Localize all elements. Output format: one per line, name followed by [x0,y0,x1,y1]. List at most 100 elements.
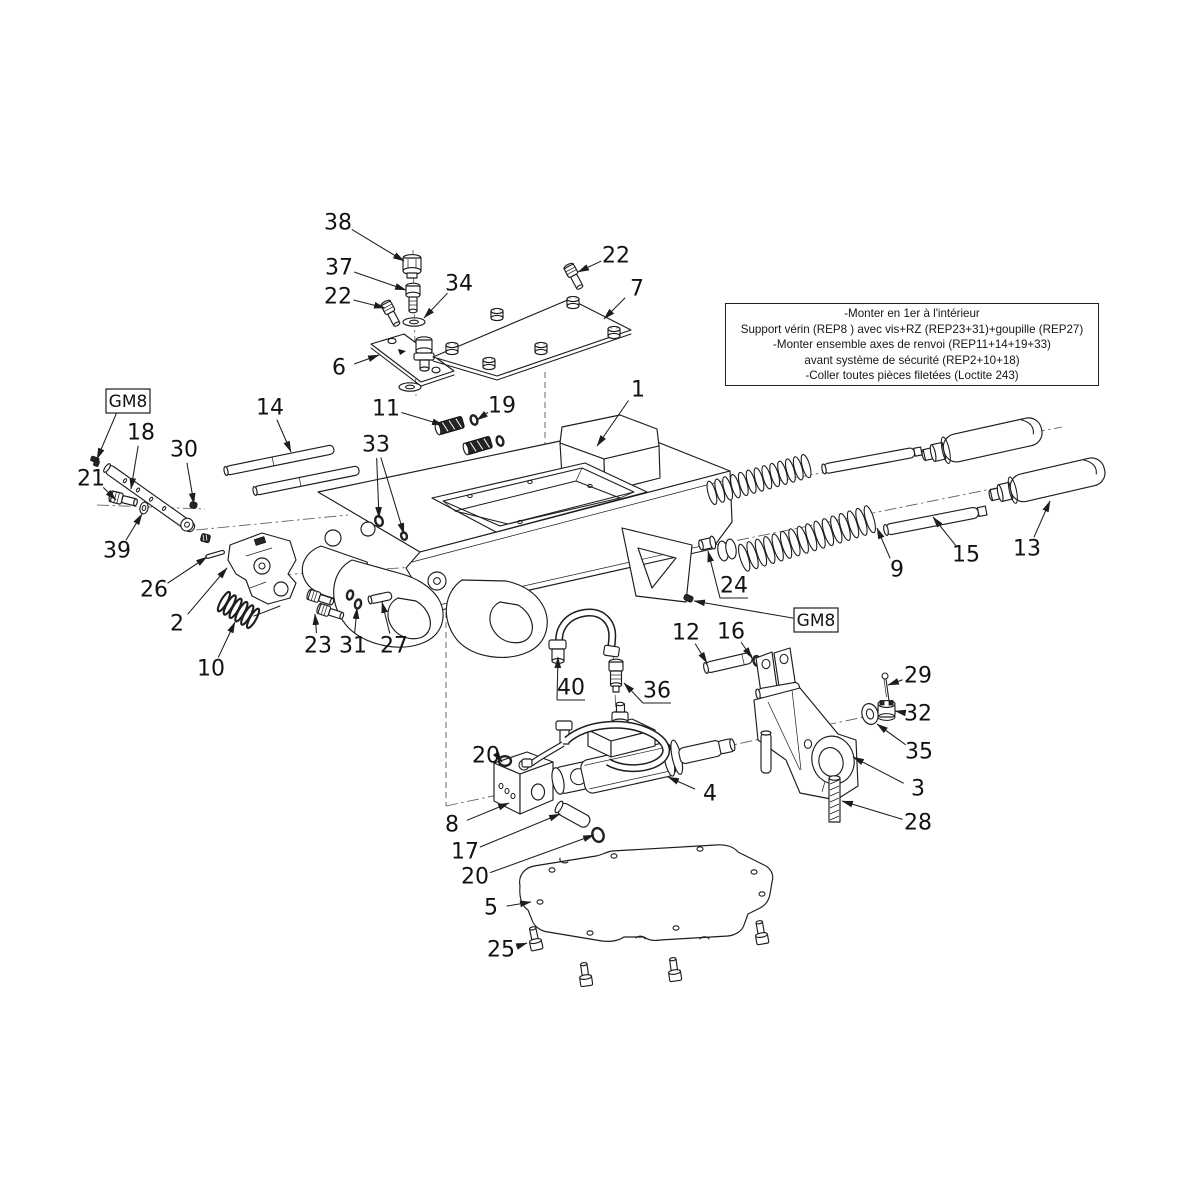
note-line: -Monter en 1er à l'intérieur [844,307,980,320]
pawl-2 [227,532,297,605]
callout-15: 15 [932,516,980,568]
svg-text:6: 6 [332,356,346,381]
svg-text:GM8: GM8 [797,611,836,631]
svg-text:22: 22 [324,285,352,310]
callout-9: 9 [876,527,904,583]
washer-39 [139,501,149,515]
callout-8: 8 [445,802,510,838]
bolt-bottom-c [752,919,770,946]
washer-35 [861,703,879,725]
gm8-label-2: GM8 [693,599,839,633]
part-main-body [301,414,733,658]
spring-10 [216,590,261,630]
svg-text:38: 38 [324,211,352,236]
svg-text:21: 21 [77,467,105,492]
svg-text:35: 35 [905,740,933,765]
svg-text:15: 15 [952,543,980,568]
bolt-bottom-b [666,956,683,983]
note-line: avant système de sécurité (REP2+10+18) [804,353,1020,367]
callout-32: 32 [894,702,932,727]
svg-text:20: 20 [472,744,500,769]
svg-text:18: 18 [127,421,155,446]
svg-text:33: 33 [362,433,390,458]
svg-text:3: 3 [911,777,925,802]
callout-36: 36 [623,679,671,704]
hose-40 [548,608,620,664]
svg-text:25: 25 [487,938,515,963]
svg-text:34: 34 [445,272,473,297]
svg-text:31: 31 [339,634,367,659]
svg-text:23: 23 [304,634,332,659]
callout-19: 19 [476,394,516,421]
handle-13-upper [921,417,1043,464]
svg-text:28: 28 [904,811,932,836]
callout-38: 38 [324,211,405,262]
callout-28: 28 [841,800,932,836]
svg-text:7: 7 [630,277,644,302]
gm8-target-right [683,593,694,603]
svg-text:27: 27 [380,634,408,659]
svg-text:5: 5 [484,896,498,921]
pin-12 [703,652,753,674]
washer-34 [402,317,426,327]
svg-text:29: 29 [904,664,932,689]
callout-25: 25 [487,938,528,963]
pin-17 [554,800,591,828]
callout-18: 18 [127,421,155,490]
callout-34: 34 [423,272,473,319]
callout-11: 11 [372,397,444,426]
callout-5: 5 [484,896,532,921]
svg-text:26: 26 [140,578,168,603]
bracket-3 [753,647,859,801]
svg-text:14: 14 [256,396,284,421]
cup-washer [717,538,737,562]
callout-33: 33 [362,433,405,535]
spring-9 [738,505,876,572]
callout-37: 37 [325,256,407,291]
spring-10-hook [253,605,281,617]
nut-small [200,533,211,544]
pins-11 [434,416,493,456]
orientation-mark [398,349,406,355]
callout-39: 39 [103,513,143,564]
cotter-pin-29 [881,672,890,702]
pin-26 [205,549,225,559]
gm8-target-left [90,455,100,467]
rod-upper [821,446,923,475]
fitting-38 [402,254,422,279]
callout-29: 29 [887,664,932,689]
callout-6: 6 [332,354,380,381]
svg-text:24: 24 [720,574,748,599]
svg-text:GM8: GM8 [109,392,148,412]
fitting-36 [608,658,624,693]
svg-text:36: 36 [643,679,671,704]
callout-27: 27 [380,601,408,659]
svg-text:19: 19 [488,394,516,419]
svg-text:40: 40 [557,676,585,701]
callout-26: 26 [140,556,208,603]
svg-text:32: 32 [904,702,932,727]
svg-text:16: 16 [717,620,745,645]
bushing-24 [698,535,717,551]
callout-1: 1 [596,378,645,447]
callout-35: 35 [876,723,933,765]
callout-14: 14 [256,396,292,453]
fitting-37 [405,282,421,314]
svg-text:39: 39 [103,539,131,564]
svg-text:17: 17 [451,840,479,865]
callout-16: 16 [717,620,753,659]
svg-text:22: 22 [602,244,630,269]
callout-2: 2 [170,567,228,637]
rod-15 [883,505,988,536]
callout-22: 22 [324,285,386,310]
plate-5 [519,844,774,942]
callout-22: 22 [577,244,630,273]
svg-text:9: 9 [890,558,904,583]
callout-20: 20 [461,834,595,890]
part-plate-6 [370,333,455,392]
note-line: Support vérin (REP8 ) avec vis+RZ (REP23… [740,322,1084,336]
svg-text:30: 30 [170,438,198,463]
